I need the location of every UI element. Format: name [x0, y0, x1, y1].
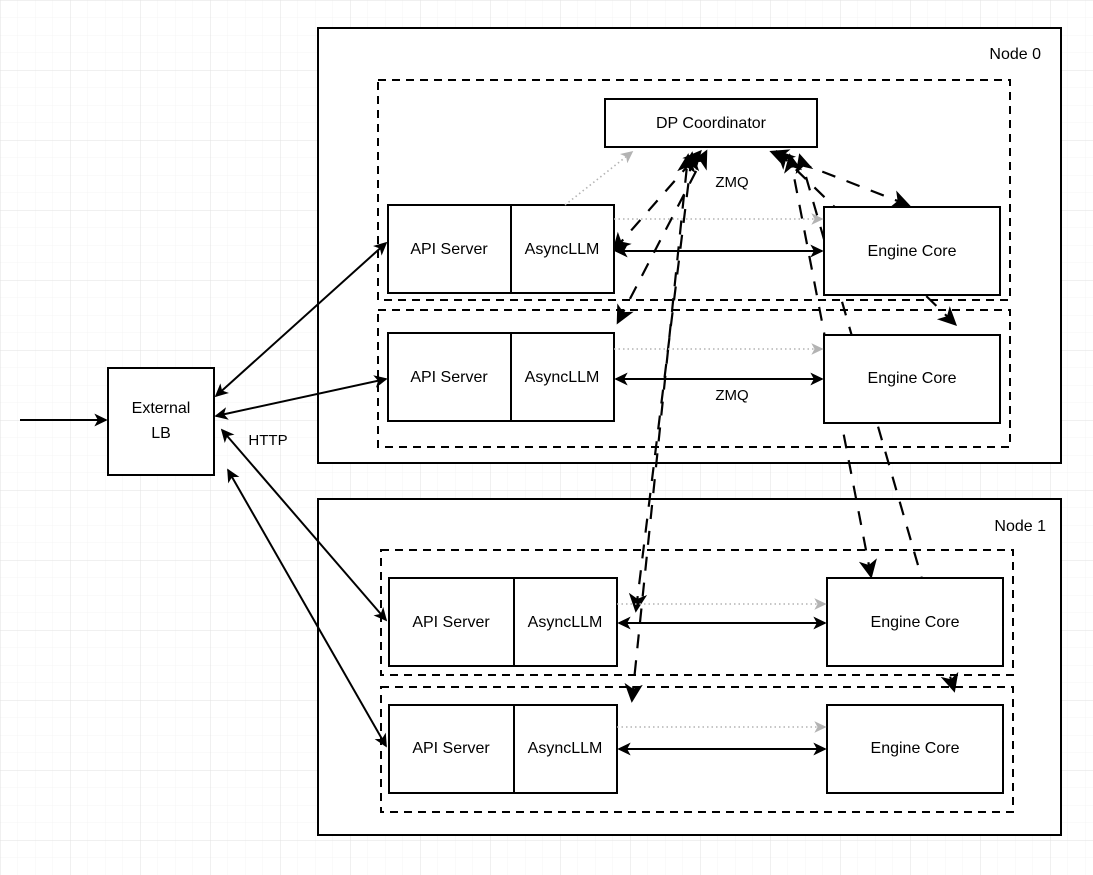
async-llm-label: AsyncLLM — [525, 241, 600, 258]
api-server-label: API Server — [412, 614, 490, 631]
node-0-rank-0-row: API Server AsyncLLM Engine Core — [387, 151, 1001, 296]
engine-core-label: Engine Core — [868, 243, 957, 260]
external-lb-box: External LB — [107, 367, 215, 476]
zmq-label-top: ZMQ — [715, 174, 748, 191]
zmq-label-bottom: ZMQ — [715, 387, 748, 404]
engine-core-label: Engine Core — [871, 614, 960, 631]
external-lb-label-line1: External — [132, 400, 191, 417]
dp-coordinator-label: DP Coordinator — [656, 115, 767, 132]
dp-coordinator-box: DP Coordinator — [604, 98, 818, 148]
node-1-rank-1-group — [380, 686, 1014, 813]
node-0-label: Node 0 — [989, 46, 1041, 63]
node-1-label: Node 1 — [994, 518, 1046, 535]
node-1-rank-0-row: API Server AsyncLLM Engine Core — [388, 577, 1004, 667]
node-0-rank-1-row: API Server AsyncLLM Engine Core ZMQ — [387, 332, 1001, 424]
lb-to-api-edges — [214, 241, 388, 748]
async-llm-label: AsyncLLM — [528, 614, 603, 631]
edge-lb-n0r0 — [214, 241, 388, 398]
node-1-rank-1-row: API Server AsyncLLM Engine Core — [388, 704, 1004, 794]
external-lb-label-line2: LB — [151, 425, 171, 442]
api-server-label: API Server — [412, 740, 490, 757]
http-label: HTTP — [248, 432, 287, 449]
engine-core-label: Engine Core — [868, 370, 957, 387]
edge-lb-n0r1 — [214, 375, 388, 420]
edge-dotted-n0r0-coordinator — [564, 151, 634, 206]
api-server-label: API Server — [410, 369, 488, 386]
async-llm-label: AsyncLLM — [528, 740, 603, 757]
engine-core-label: Engine Core — [871, 740, 960, 757]
api-server-label: API Server — [410, 241, 488, 258]
edge-lb-n1r1 — [227, 468, 387, 748]
async-llm-label: AsyncLLM — [525, 369, 600, 386]
